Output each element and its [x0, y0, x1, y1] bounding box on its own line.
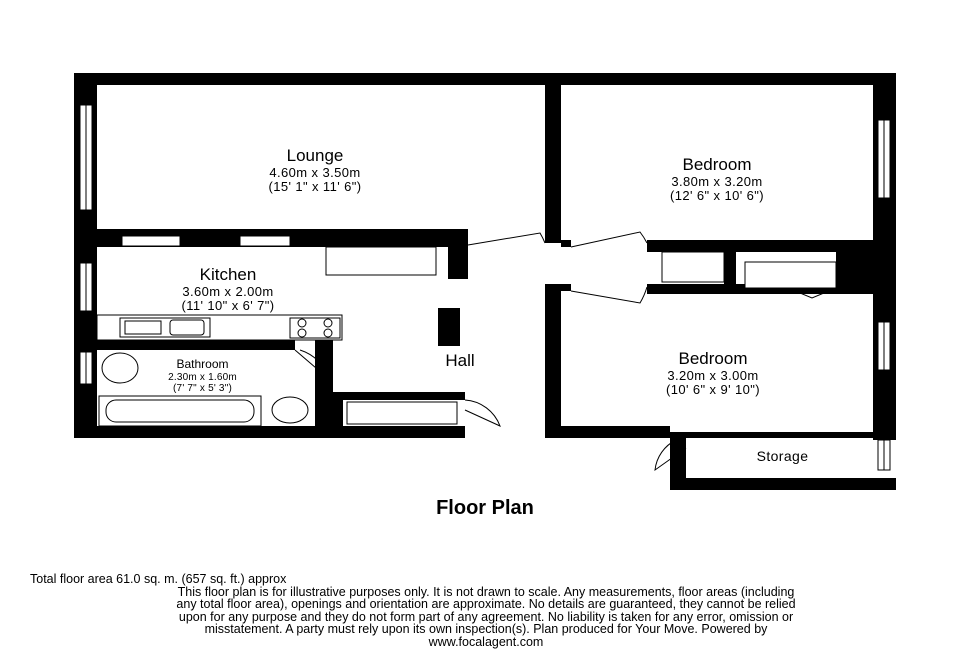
windows: [79, 104, 891, 471]
kitchen-hall-wall-top: [448, 229, 468, 279]
website-link[interactable]: www.focalagent.com: [428, 634, 544, 649]
disclaimer-line: upon for any purpose and they do not for…: [178, 609, 794, 624]
disclaimer: Total floor area 61.0 sq. m. (657 sq. ft…: [30, 573, 942, 648]
fixtures: [96, 246, 837, 427]
outer-wall-top: [74, 73, 896, 85]
door-lounge: [467, 232, 546, 246]
hob-ring: [323, 328, 333, 338]
bathroom-metric: 2.30m x 1.60m: [168, 371, 237, 383]
lounge-bedroom-wall: [545, 85, 561, 243]
cupboard-wall-2: [836, 252, 873, 286]
kitchen-bath-wall: [97, 340, 295, 350]
drainer: [124, 320, 162, 335]
walls: [74, 73, 896, 490]
wall-stub: [561, 240, 571, 247]
sink-bowl: [169, 319, 205, 336]
hall-bedroom2-wall: [545, 284, 561, 438]
bedroom2-cupboard: [744, 261, 837, 289]
door-bedroom2: [570, 286, 648, 304]
disclaimer-line: This floor plan is for illustrative purp…: [177, 584, 795, 599]
bathroom-name: Bathroom: [176, 357, 229, 371]
lounge-imperial: (15' 1" x 11' 6"): [268, 179, 362, 195]
disclaimer-line: misstatement. A party must rely upon its…: [204, 622, 768, 636]
bath-hall-wall: [315, 340, 333, 438]
bedroom1-name: Bedroom: [682, 155, 752, 174]
kitchen-metric: 3.60m x 2.00m: [182, 283, 274, 299]
outer-wall-bottom-mid: [545, 426, 670, 438]
kitchen-unit-top-1: [121, 235, 181, 247]
bedroom-divider-top: [647, 240, 873, 252]
hob: [289, 317, 341, 339]
total-floor-area: Total floor area 61.0 sq. m. (657 sq. ft…: [30, 572, 287, 586]
door-storage: [654, 439, 687, 472]
door-bathroom: [294, 349, 332, 382]
kitchen-counter: [325, 246, 437, 276]
storage-wall-left: [670, 432, 686, 490]
washbasin: [101, 352, 139, 384]
doors: [294, 231, 837, 472]
storage-wall-top: [686, 432, 873, 438]
hall-name: Hall: [445, 351, 475, 370]
hall-cupboard-wall: [333, 392, 465, 400]
bedroom2-imperial: (10' 6" x 9' 10"): [666, 382, 760, 398]
bedroom2-metric: 3.20m x 3.00m: [667, 367, 759, 383]
kitchen-unit-top-2: [239, 235, 291, 247]
door-bedroom1: [570, 231, 648, 248]
outer-wall-bottom-left: [74, 426, 465, 438]
hob-ring: [297, 318, 307, 328]
disclaimer-line: any total floor area), openings and orie…: [176, 597, 796, 611]
lounge-name: Lounge: [286, 146, 344, 165]
bedroom1-metric: 3.80m x 3.20m: [671, 173, 763, 189]
hob-ring: [297, 328, 307, 338]
kitchen-hall-wall: [438, 308, 460, 346]
kitchen-imperial: (11' 10" x 6' 7"): [181, 298, 275, 314]
door-front: [464, 399, 501, 427]
hall-cupboard-wall-2: [333, 392, 343, 438]
lounge-metric: 4.60m x 3.50m: [269, 164, 361, 180]
bedroom-divider-bottom: [647, 284, 873, 294]
storage-name: Storage: [756, 448, 809, 464]
storage-wall-bottom: [670, 478, 896, 490]
plan-title: Floor Plan: [436, 497, 534, 519]
bedroom1-imperial: (12' 6" x 10' 6"): [670, 188, 764, 204]
kitchen-name: Kitchen: [199, 265, 257, 284]
bathroom-imperial: (7' 7" x 5' 3"): [173, 383, 232, 395]
door-cupboard: [787, 287, 837, 299]
bath-inner: [105, 399, 255, 423]
hob-ring: [323, 318, 333, 328]
wall-stub-2: [561, 284, 571, 291]
bedroom-cupboard: [661, 251, 725, 283]
toilet: [271, 396, 309, 424]
hall-cupboard: [346, 401, 458, 425]
cupboard-wall: [724, 252, 736, 286]
bedroom2-name: Bedroom: [678, 349, 748, 368]
